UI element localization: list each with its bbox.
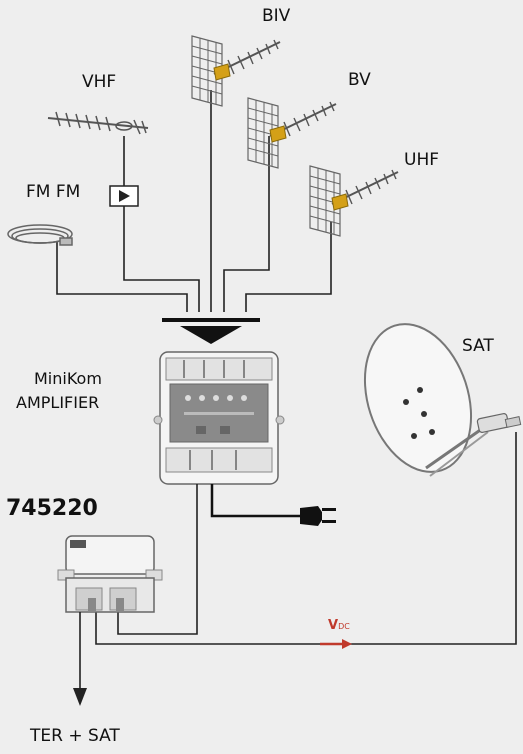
- label-sat: SAT: [462, 336, 494, 356]
- antenna-vhf-icon: [48, 112, 148, 134]
- minikom-amplifier-icon: [154, 352, 284, 484]
- label-minikom: MiniKom: [34, 368, 102, 390]
- satellite-dish-icon: [347, 310, 521, 485]
- label-output: TER + SAT: [30, 726, 120, 746]
- power-plug-icon: [212, 484, 336, 526]
- label-fm: FM FM: [26, 182, 80, 202]
- label-vdc: VDC: [328, 618, 350, 633]
- label-product-code: 745220: [6, 496, 98, 521]
- antenna-uhf-icon: [310, 166, 398, 236]
- label-bv: BV: [348, 70, 371, 90]
- label-biv: BIV: [262, 6, 290, 26]
- label-vhf: VHF: [82, 72, 116, 92]
- label-uhf: UHF: [404, 150, 439, 170]
- label-vdc-main: V: [328, 618, 338, 633]
- label-vdc-sub: DC: [338, 622, 350, 631]
- fm-loop-antenna-icon: [8, 225, 72, 245]
- antenna-biv-icon: [192, 36, 280, 106]
- multiswitch-745220-icon: [58, 536, 162, 612]
- output-arrow-icon: [73, 612, 87, 706]
- input-combiner: [162, 318, 260, 344]
- antenna-bv-icon: [248, 98, 336, 168]
- label-amplifier: AMPLIFIER: [16, 392, 99, 414]
- vhf-amplifier-icon: [110, 186, 138, 206]
